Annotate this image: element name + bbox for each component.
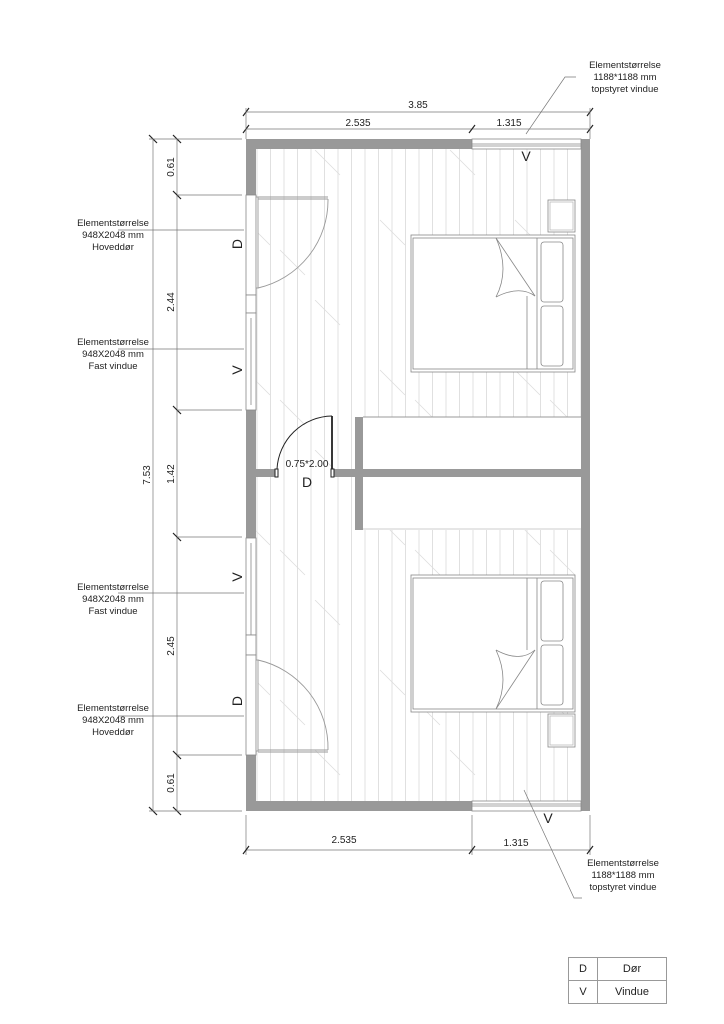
dim-left-seg-4: 2.45 <box>166 636 177 656</box>
annotation-line: Fast vindue <box>88 606 137 617</box>
leader-lines <box>118 76 582 899</box>
dim-left-seg-3: 1.42 <box>166 464 177 484</box>
legend-row: D Dør <box>568 957 667 981</box>
dimension-lines <box>148 107 594 855</box>
lower-entrance-door <box>255 659 329 753</box>
annotation-line: Hoveddør <box>92 242 134 253</box>
legend-key: V <box>568 980 598 1004</box>
annotation-line: Elementstørrelse <box>77 337 149 348</box>
annotation-lower-door: Elementstørrelse 948X2048 mm Hoveddør <box>77 703 149 738</box>
dim-top-right: 1.315 <box>496 118 521 129</box>
interior-door-mark: D <box>302 474 312 490</box>
annotation-line: 948X2048 mm <box>82 715 144 726</box>
legend-row: V Vindue <box>568 980 667 1004</box>
annotation-top-right-window: Elementstørrelse 1188*1188 mm topstyret … <box>589 60 661 95</box>
left-wall-openings <box>245 194 257 756</box>
legend-key: D <box>568 957 598 981</box>
legend-label: Dør <box>597 957 667 981</box>
annotation-upper-window: Elementstørrelse 948X2048 mm Fast vindue <box>77 337 149 372</box>
lower-window-mark: V <box>229 572 245 582</box>
legend-table: D Dør V Vindue <box>568 957 667 1004</box>
interior-door-size: 0.75*2.00 <box>286 459 329 470</box>
annotation-line: topstyret vindue <box>591 84 658 95</box>
interior-walls <box>256 417 581 530</box>
annotation-line: 948X2048 mm <box>82 594 144 605</box>
bed-lower <box>410 574 576 748</box>
top-window <box>471 138 582 150</box>
annotation-line: Elementstørrelse <box>589 60 661 71</box>
annotation-line: Fast vindue <box>88 361 137 372</box>
annotation-line: topstyret vindue <box>589 882 656 893</box>
top-window-mark: V <box>521 148 531 164</box>
interior-door <box>274 415 335 478</box>
bottom-window <box>471 800 582 812</box>
annotation-line: 1188*1188 mm <box>591 870 654 881</box>
annotation-upper-door: Elementstørrelse 948X2048 mm Hoveddør <box>77 218 149 253</box>
dim-left-total: 7.53 <box>142 465 153 485</box>
dim-left-seg-5: 0.61 <box>166 773 177 793</box>
annotation-line: 948X2048 mm <box>82 230 144 241</box>
annotation-line: Hoveddør <box>92 727 134 738</box>
dim-bottom-right: 1.315 <box>503 838 528 849</box>
legend-label: Vindue <box>597 980 667 1004</box>
annotation-line: Elementstørrelse <box>77 703 149 714</box>
dim-top-left: 2.535 <box>345 118 370 129</box>
upper-door-mark: D <box>229 239 245 249</box>
dim-bottom-left: 2.535 <box>331 835 356 846</box>
annotation-line: 1188*1188 mm <box>593 72 656 83</box>
annotation-line: Elementstørrelse <box>77 218 149 229</box>
annotation-line: 948X2048 mm <box>82 349 144 360</box>
dim-left-seg-2: 2.44 <box>166 292 177 312</box>
bottom-window-mark: V <box>543 810 553 826</box>
dim-top-total: 3.85 <box>408 100 428 111</box>
annotation-lower-window: Elementstørrelse 948X2048 mm Fast vindue <box>77 582 149 617</box>
annotation-bottom-right-window: Elementstørrelse 1188*1188 mm topstyret … <box>587 858 659 893</box>
upper-window-mark: V <box>229 365 245 375</box>
exterior-walls <box>246 139 590 811</box>
lower-door-mark: D <box>229 696 245 706</box>
upper-entrance-door <box>255 196 329 289</box>
bed-upper <box>410 199 576 373</box>
annotation-line: Elementstørrelse <box>77 582 149 593</box>
annotation-line: Elementstørrelse <box>587 858 659 869</box>
dim-left-seg-1: 0.61 <box>166 157 177 177</box>
